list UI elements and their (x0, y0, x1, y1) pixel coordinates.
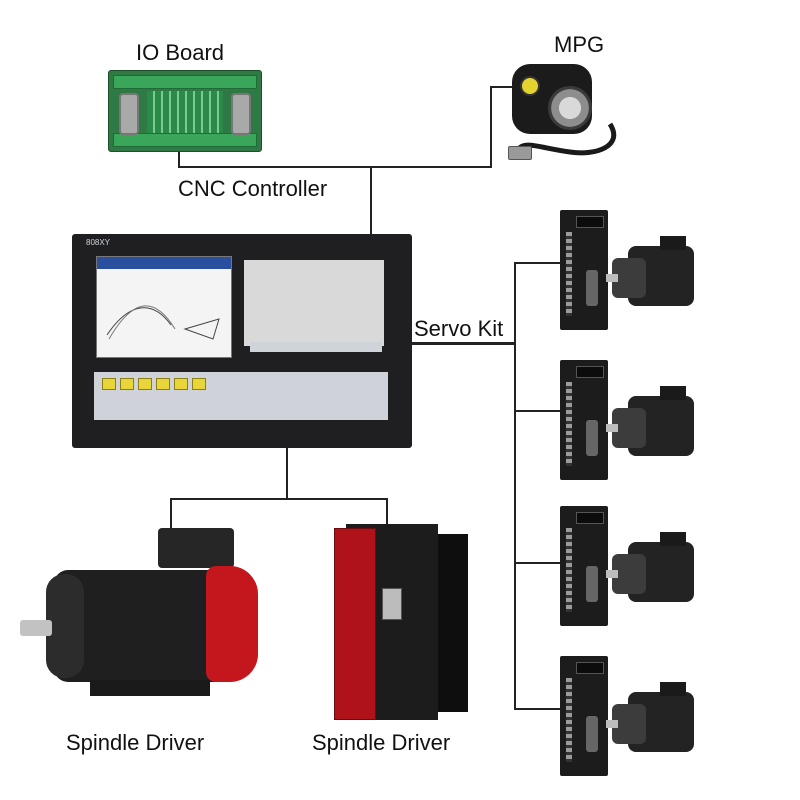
wire-spindle-down (286, 448, 288, 500)
spindle-motor-terminal-box (158, 528, 234, 568)
io-board-image (108, 70, 262, 152)
wire-io-down (178, 150, 180, 168)
servo-kit-1-image (560, 210, 694, 330)
cnc-controller-label: CNC Controller (178, 176, 328, 201)
handwheel-icon (548, 86, 592, 130)
wire-servo-trunk (514, 262, 516, 710)
spindle-motor-foot (90, 680, 210, 696)
io-board-label: IO Board (136, 40, 225, 65)
wire-servo-3 (514, 562, 562, 564)
ethernet-port-icon (382, 588, 402, 620)
servo-kit-3-image (560, 506, 694, 626)
wire-servo-4 (514, 708, 562, 710)
wire-servo-1 (514, 262, 562, 264)
servo-kit-4-image (560, 656, 694, 776)
wire-servo-link (412, 342, 516, 345)
controller-keypad (244, 260, 384, 346)
spindle-driver-front-cover (334, 528, 376, 720)
panel-key-yellow (156, 378, 170, 390)
panel-key-yellow (120, 378, 134, 390)
controller-model-text: 808XY (86, 238, 111, 247)
mpg-coiled-cable (515, 122, 617, 156)
panel-key-yellow (138, 378, 152, 390)
wire-spindle-bus (170, 498, 388, 500)
servo-kit-label: Servo Kit (414, 316, 504, 341)
wire-servo-2 (514, 410, 562, 412)
spindle-motor-fan-cover (206, 566, 258, 682)
wire-controller-up (370, 166, 372, 236)
panel-key-yellow (192, 378, 206, 390)
controller-softkeys (250, 342, 382, 352)
spindle-driver-label-right: Spindle Driver (312, 730, 451, 755)
mpg-selector-knob (520, 76, 540, 96)
servo-kit-2-image (560, 360, 694, 480)
panel-key-yellow (102, 378, 116, 390)
spindle-motor-shaft (20, 620, 52, 636)
spindle-driver-label-left: Spindle Driver (66, 730, 205, 755)
spindle-motor-flange (46, 574, 84, 678)
mpg-label: MPG (554, 32, 605, 57)
panel-key-yellow (174, 378, 188, 390)
controller-screen (96, 256, 232, 358)
mpg-plug-icon (508, 146, 532, 160)
wire-top-bus (178, 166, 492, 168)
spindle-motor-image (54, 570, 234, 682)
wire-spindle-right (386, 498, 388, 526)
wire-mpg-hook (490, 86, 514, 88)
wire-mpg-down (490, 86, 492, 168)
spindle-driver-heatsink (438, 534, 468, 712)
wire-spindle-left (170, 498, 172, 530)
